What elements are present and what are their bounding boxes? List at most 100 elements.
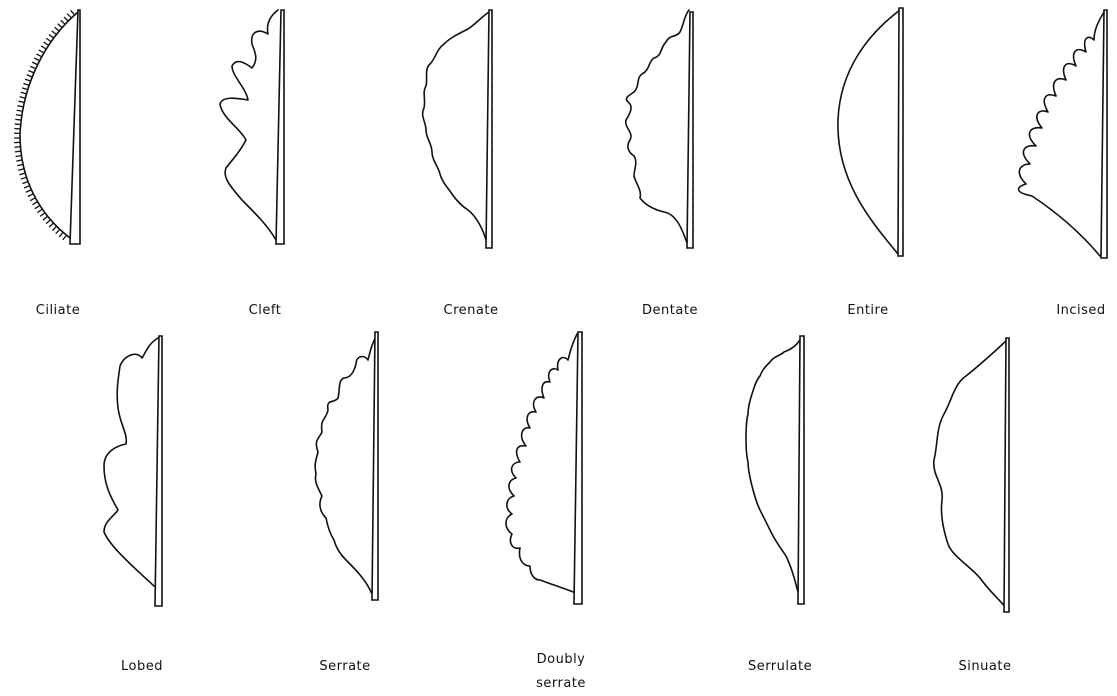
leaf-dentate-margin — [624, 9, 690, 247]
leaf-cleft-margin — [219, 9, 279, 241]
leaf-lobed — [103, 335, 163, 607]
leaf-ciliate-margin — [19, 11, 79, 239]
label-doubly-serrate-line-2: serrate — [536, 676, 586, 691]
leaf-lobed-midrib — [154, 335, 163, 607]
cilium-hair — [18, 168, 25, 171]
cilium-hair — [43, 41, 50, 46]
label-serrulate: Serrulate — [747, 659, 813, 674]
cilium-hair — [62, 234, 68, 241]
cilium-hair — [39, 212, 46, 217]
leaf-incised — [1017, 9, 1108, 259]
label-incised: Incised — [1056, 303, 1106, 318]
leaf-cleft — [219, 9, 285, 245]
cilia-hairs — [14, 10, 76, 241]
cilium-hair — [51, 30, 57, 36]
leaf-sinuate-midrib — [1003, 337, 1010, 613]
leaf-sinuate-margin — [933, 339, 1008, 609]
leaf-serrulate-margin — [745, 339, 801, 601]
cilium-hair — [51, 225, 58, 231]
leaf-serrate-margin — [314, 333, 379, 595]
leaf-ciliate — [14, 9, 81, 245]
leaf-serrulate — [745, 335, 805, 605]
cilium-hair — [29, 65, 36, 70]
cilium-hair — [37, 208, 43, 214]
leaf-crenate-midrib — [485, 9, 493, 249]
cilium-hair — [55, 228, 61, 235]
label-dentate: Dentate — [642, 303, 698, 318]
leaf-sinuate — [933, 337, 1010, 613]
cilium-hair — [70, 10, 76, 16]
cilium-hair — [22, 180, 29, 185]
leaf-doubly-serrate-margin — [505, 333, 579, 595]
label-sinuate: Sinuate — [958, 659, 1012, 674]
leaf-crenate-margin — [421, 11, 490, 245]
cilium-hair — [57, 23, 63, 29]
label-entire: Entire — [847, 303, 889, 318]
cilium-hair — [66, 13, 72, 19]
leaf-doubly-serrate — [505, 331, 583, 605]
leaf-cleft-midrib — [275, 9, 285, 245]
leaf-serrulate-midrib — [797, 335, 805, 605]
leaf-ciliate-midrib — [69, 9, 81, 245]
label-serrate: Serrate — [319, 659, 371, 674]
cilium-hair — [42, 215, 49, 221]
leaf-entire-midrib — [897, 7, 904, 257]
cilium-hair — [16, 159, 23, 162]
cilium-hair — [54, 26, 60, 32]
cilium-hair — [23, 185, 30, 189]
cilium-hair — [38, 49, 45, 54]
cilium-hair — [18, 100, 25, 104]
label-doubly-serrate-line-1: Doubly — [536, 652, 586, 667]
cilium-hair — [32, 201, 38, 206]
cilium-hair — [14, 146, 21, 148]
cilium-hair — [63, 16, 69, 22]
leaf-serrate — [314, 331, 379, 601]
label-lobed: Lobed — [121, 659, 163, 674]
leaf-serrate-midrib — [371, 331, 379, 601]
cilium-hair — [40, 45, 47, 50]
cilium-hair — [58, 231, 64, 238]
leaf-crenate — [421, 9, 493, 249]
cilium-hair — [14, 150, 21, 153]
cilium-hair — [34, 204, 41, 210]
cilium-hair — [27, 193, 34, 198]
cilium-hair — [60, 19, 66, 25]
cilium-hair — [15, 118, 22, 121]
cilium-hair — [48, 33, 55, 39]
cilium-hair — [36, 53, 43, 58]
leaf-doubly-serrate-midrib — [573, 331, 583, 605]
cilium-hair — [26, 74, 33, 78]
cilium-hair — [17, 105, 24, 108]
cilium-hair — [45, 219, 51, 225]
leaf-incised-margin — [1017, 11, 1105, 257]
cilium-hair — [21, 87, 28, 91]
cilium-hair — [29, 197, 36, 202]
cilium-hair — [19, 172, 26, 176]
leaf-lobed-margin — [103, 337, 159, 587]
cilium-hair — [31, 61, 38, 66]
cilium-hair — [20, 91, 27, 95]
cilium-hair — [19, 96, 26, 99]
cilium-hair — [20, 176, 27, 180]
cilium-hair — [15, 154, 22, 158]
cilium-hair — [48, 222, 54, 228]
label-ciliate: Ciliate — [35, 303, 81, 318]
cilium-hair — [16, 109, 23, 112]
leaf-entire-margin — [837, 9, 901, 255]
cilium-hair — [14, 123, 21, 126]
cilium-hair — [23, 82, 30, 86]
cilium-hair — [33, 57, 40, 62]
cilium-hair — [24, 78, 31, 82]
cilium-hair — [28, 69, 35, 74]
leaf-incised-midrib — [1100, 9, 1108, 259]
cilium-hair — [17, 163, 24, 167]
label-crenate: Crenate — [443, 303, 499, 318]
leaf-dentate — [624, 9, 694, 249]
label-doubly-serrate: Doubly serrate — [536, 648, 586, 696]
leaf-dentate-midrib — [686, 11, 694, 249]
label-cleft: Cleft — [248, 303, 282, 318]
cilium-hair — [15, 114, 22, 117]
leaf-entire — [837, 7, 904, 257]
cilium-hair — [25, 189, 32, 193]
